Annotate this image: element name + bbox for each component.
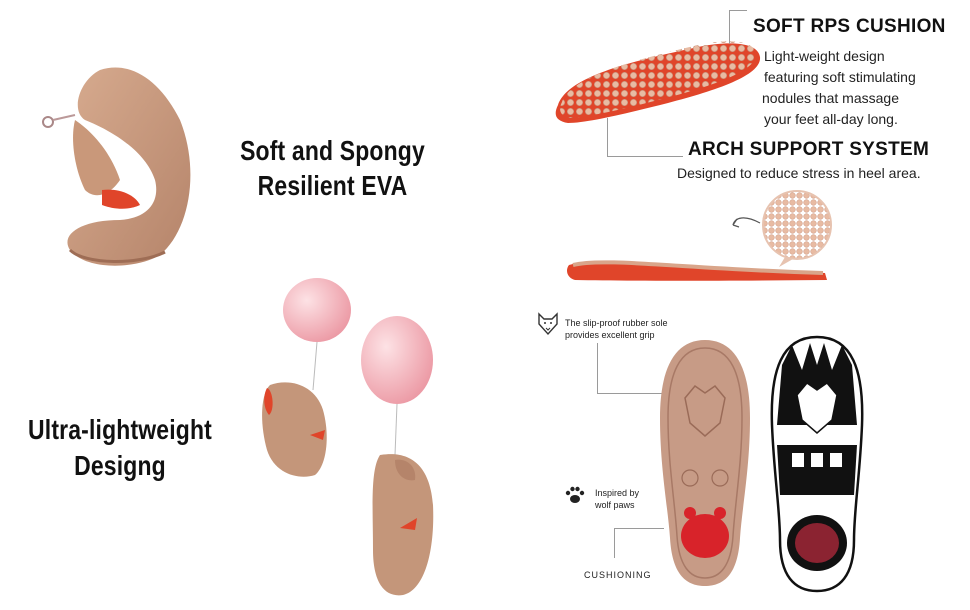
paw-print-icon — [565, 486, 585, 503]
light-title-line2: Designg — [74, 450, 166, 481]
cushioning-label: CUSHIONING — [584, 570, 652, 580]
cushion-desc-2: featuring soft stimulating — [764, 69, 916, 85]
bent-shoe-image — [42, 67, 191, 266]
paw-line1: Inspired by — [595, 488, 640, 498]
grip-line1: The slip-proof rubber sole — [565, 318, 668, 328]
cushion-desc-3: nodules that massage — [762, 90, 899, 106]
insole-side-image — [567, 190, 832, 281]
arch-title: ARCH SUPPORT SYSTEM — [688, 139, 930, 160]
cushion-desc-4: your feet all-day long. — [764, 111, 898, 127]
insole-top-image — [555, 41, 761, 123]
wolf-head-icon — [538, 312, 558, 336]
eva-title-line2: Resilient EVA — [257, 170, 408, 201]
outsole-brown-image — [660, 340, 750, 586]
outsole-illustration-image — [770, 335, 864, 593]
shoe — [262, 382, 327, 477]
shoe — [372, 454, 434, 596]
cushion-title: SOFT RPS CUSHION — [753, 16, 946, 37]
arch-desc: Designed to reduce stress in heel area. — [677, 165, 921, 181]
balloon — [283, 278, 351, 342]
balloon — [361, 316, 433, 404]
paw-line2: wolf paws — [595, 500, 635, 510]
light-title-line1: Ultra-lightweight — [28, 414, 212, 445]
magnifier-circle — [762, 190, 832, 260]
grip-line2: provides excellent grip — [565, 330, 655, 340]
cushion-desc-1: Light-weight design — [764, 48, 885, 64]
balloon-shoes-image — [262, 278, 434, 596]
eva-title-line1: Soft and Spongy — [240, 135, 425, 166]
